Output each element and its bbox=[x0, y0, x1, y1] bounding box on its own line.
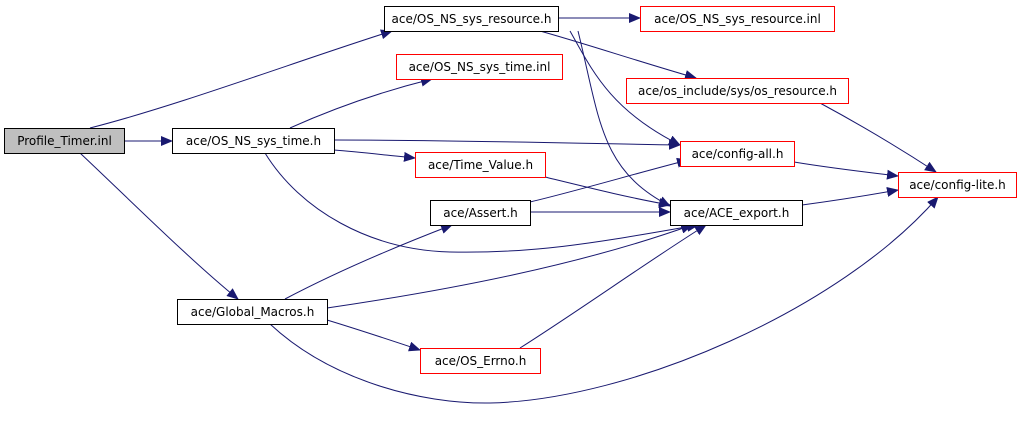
node-label: ace/Assert.h bbox=[443, 206, 518, 220]
node-label: ace/ACE_export.h bbox=[684, 206, 790, 220]
node-os-ns-sys-time-h[interactable]: ace/OS_NS_sys_time.h bbox=[172, 128, 335, 154]
edge-profile-timer-to-global-macros-h bbox=[79, 152, 239, 300]
node-box bbox=[420, 348, 541, 374]
node-box bbox=[626, 78, 849, 104]
node-os-errno-h[interactable]: ace/OS_Errno.h bbox=[420, 348, 541, 374]
node-label: ace/Global_Macros.h bbox=[191, 305, 315, 319]
node-label: ace/OS_NS_sys_resource.inl bbox=[654, 12, 821, 26]
node-box bbox=[430, 200, 531, 226]
node-os-ns-sys-resource-inl[interactable]: ace/OS_NS_sys_resource.inl bbox=[640, 6, 835, 32]
node-label: ace/config-lite.h bbox=[909, 178, 1006, 192]
node-os-ns-sys-resource-h[interactable]: ace/OS_NS_sys_resource.h bbox=[384, 6, 559, 32]
node-global-macros-h[interactable]: ace/Global_Macros.h bbox=[177, 299, 328, 325]
node-label: ace/OS_NS_sys_time.h bbox=[186, 134, 321, 148]
edge-os-resource-h-to-config-lite-h bbox=[819, 102, 937, 173]
node-box bbox=[177, 299, 328, 325]
node-config-all-h[interactable]: ace/config-all.h bbox=[680, 141, 795, 167]
edge-os-ns-sys-resource-h-to-os-resource-h bbox=[539, 30, 697, 80]
node-label: ace/Time_Value.h bbox=[428, 158, 533, 172]
edge-os-ns-sys-resource-h-to-ace-export-h bbox=[577, 30, 671, 207]
edge-os-ns-sys-time-h-to-ace-export-h bbox=[264, 152, 699, 253]
edge-global-macros-h-to-ace-export-h bbox=[326, 223, 693, 309]
node-box bbox=[898, 172, 1017, 198]
node-label: ace/os_include/sys/os_resource.h bbox=[638, 84, 837, 98]
node-box bbox=[396, 54, 563, 80]
edge-os-ns-sys-resource-h-to-config-all-h bbox=[569, 30, 681, 146]
node-time-value-h[interactable]: ace/Time_Value.h bbox=[415, 152, 546, 178]
node-label: ace/OS_Errno.h bbox=[435, 354, 527, 368]
node-os-ns-sys-time-inl[interactable]: ace/OS_NS_sys_time.inl bbox=[396, 54, 563, 80]
edges bbox=[79, 13, 939, 404]
edge-global-macros-h-to-config-lite-h bbox=[269, 196, 939, 404]
edge-profile-timer-to-os-ns-sys-resource-h bbox=[89, 29, 393, 129]
edge-os-errno-h-to-ace-export-h bbox=[519, 224, 707, 349]
edge-config-all-h-to-config-lite-h bbox=[793, 161, 899, 180]
node-box bbox=[680, 141, 795, 167]
node-box bbox=[4, 128, 125, 154]
edge-global-macros-h-to-assert-h bbox=[284, 224, 453, 300]
node-box bbox=[384, 6, 559, 32]
node-label: ace/OS_NS_sys_resource.h bbox=[392, 12, 552, 26]
edge-os-ns-sys-time-h-to-config-all-h bbox=[333, 139, 681, 150]
node-assert-h[interactable]: ace/Assert.h bbox=[430, 200, 531, 226]
node-label: Profile_Timer.inl bbox=[17, 134, 112, 148]
edge-os-ns-sys-time-h-to-time-value-h bbox=[333, 149, 416, 162]
edge-ace-export-h-to-config-lite-h bbox=[801, 187, 899, 206]
node-profile-timer[interactable]: Profile_Timer.inl bbox=[4, 128, 125, 154]
node-box bbox=[670, 200, 803, 226]
edge-time-value-h-to-ace-export-h bbox=[544, 176, 671, 209]
node-box bbox=[415, 152, 546, 178]
node-os-resource-h[interactable]: ace/os_include/sys/os_resource.h bbox=[626, 78, 849, 104]
node-label: ace/config-all.h bbox=[692, 147, 784, 161]
edge-os-ns-sys-time-h-to-os-ns-sys-time-inl bbox=[289, 76, 433, 129]
node-box bbox=[640, 6, 835, 32]
node-box bbox=[172, 128, 335, 154]
node-config-lite-h[interactable]: ace/config-lite.h bbox=[898, 172, 1017, 198]
node-label: ace/OS_NS_sys_time.inl bbox=[409, 60, 551, 74]
edge-assert-h-to-config-all-h bbox=[529, 157, 689, 203]
nodes: Profile_Timer.inl ace/OS_NS_sys_resource.… bbox=[4, 6, 1017, 374]
edge-global-macros-h-to-os-errno-h bbox=[326, 319, 421, 352]
node-ace-export-h[interactable]: ace/ACE_export.h bbox=[670, 200, 803, 226]
